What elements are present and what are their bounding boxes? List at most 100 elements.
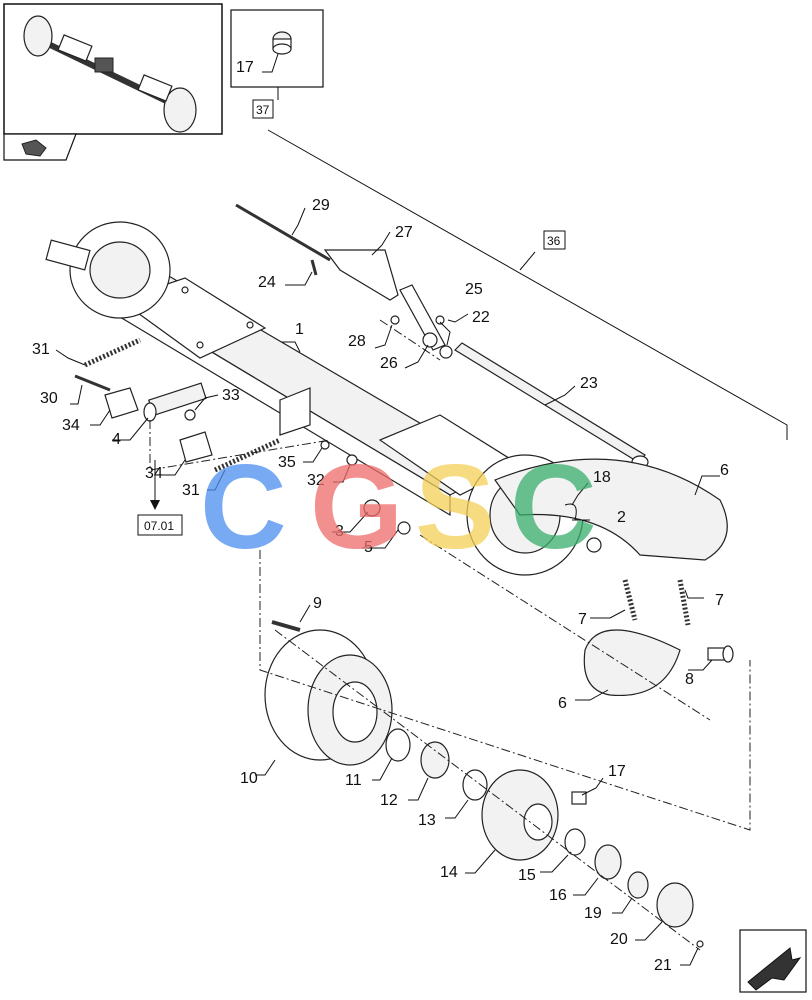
svg-text:36: 36: [547, 234, 561, 248]
return-spring-7-right: [677, 579, 691, 626]
bolt-9: [271, 620, 301, 632]
return-spring-7-left: [622, 579, 638, 621]
ref-box-37[interactable]: 37: [252, 99, 274, 119]
label-2: 2: [617, 509, 626, 526]
label-9: 9: [313, 595, 322, 612]
bearing-12: [420, 741, 450, 779]
washer-22: [439, 345, 453, 359]
block-34-bottom: [179, 431, 213, 463]
label-19: 19: [584, 905, 602, 922]
nut-32: [346, 454, 358, 466]
label-5: 5: [364, 539, 373, 556]
label-8: 8: [685, 671, 694, 688]
arrow-down-icon: [150, 500, 160, 510]
alignment-line-chamber: [149, 420, 331, 471]
watermark-letter-2: G: [310, 440, 403, 574]
cgsc-watermark: C G S C: [200, 440, 597, 574]
label-3: 3: [335, 523, 344, 540]
label-29: 29: [312, 197, 330, 214]
label-31-bottom: 31: [182, 482, 200, 499]
label-32: 32: [307, 472, 325, 489]
label-16: 16: [549, 887, 567, 904]
alignment-line-outer: [259, 550, 751, 831]
watermark-letter-1: C: [200, 440, 287, 574]
spacer-13: [462, 769, 488, 801]
seal-11: [385, 728, 411, 762]
bracket-36: [267, 129, 788, 440]
label-34-bottom: 34: [145, 465, 163, 482]
backing-plate-left: [69, 221, 171, 319]
alignment-line-shoe: [419, 534, 711, 721]
label-21: 21: [654, 957, 672, 974]
pin-30: [74, 374, 111, 392]
watermark-letter-3: S: [415, 440, 495, 574]
label-31-top: 31: [32, 341, 50, 358]
callout-leaders: [55, 207, 720, 966]
detail-box-17: [230, 9, 324, 88]
label-20: 20: [610, 931, 628, 948]
label-27: 27: [395, 224, 413, 241]
label-30: 30: [40, 390, 58, 407]
label-23: 23: [580, 375, 598, 392]
label-18: 18: [593, 469, 611, 486]
bearing-16: [594, 844, 622, 880]
label-33: 33: [222, 387, 240, 404]
pin-28: [390, 315, 400, 325]
pin-24: [310, 259, 318, 276]
ref-box-36[interactable]: 36: [543, 230, 566, 250]
bushing-26: [422, 332, 438, 348]
clip-18: [564, 503, 577, 521]
label-1: 1: [295, 321, 304, 338]
alignment-line-lever: [379, 319, 441, 361]
label-6-lower: 6: [558, 695, 567, 712]
washer-5: [397, 521, 411, 535]
nut-17-detail-icon: [272, 31, 292, 55]
svg-text:37: 37: [256, 103, 270, 117]
label-17-detail: 17: [236, 59, 254, 76]
label-7-right: 7: [715, 592, 724, 609]
label-17: 17: [608, 763, 626, 780]
label-22: 22: [472, 309, 490, 326]
grease-nipple-21: [696, 940, 704, 948]
label-34-top: 34: [62, 417, 80, 434]
spring-31-top: [83, 337, 142, 368]
rod-29: [235, 203, 331, 262]
nut-19: [627, 871, 649, 899]
label-15: 15: [518, 867, 536, 884]
block-34-top: [104, 387, 139, 419]
alignment-line-axis: [274, 629, 701, 951]
label-11: 11: [345, 772, 362, 789]
label-28: 28: [348, 333, 366, 350]
label-7-left: 7: [578, 611, 587, 628]
label-10: 10: [240, 770, 258, 787]
anchor-pin-8: [707, 645, 734, 663]
bracket-27: [323, 249, 399, 301]
label-12: 12: [380, 792, 398, 809]
spindle-left: [45, 239, 91, 271]
view-arrow-icon: [21, 139, 47, 157]
ref-box-0701[interactable]: 07.01: [137, 514, 183, 536]
seal-15: [564, 828, 586, 856]
label-35: 35: [278, 454, 296, 471]
label-4: 4: [112, 431, 121, 448]
navigation-tab[interactable]: [3, 133, 77, 161]
brake-drum-10: [264, 629, 393, 766]
brake-cylinder-4: [143, 382, 207, 422]
label-6-upper: 6: [720, 462, 729, 479]
label-14: 14: [440, 864, 458, 881]
brake-shoe-6-lower: [583, 629, 681, 697]
hub-cap-20: [656, 882, 694, 928]
next-page-button[interactable]: [739, 929, 807, 993]
watermark-letter-4: C: [510, 440, 597, 574]
next-arrow-icon: [747, 947, 802, 991]
overview-thumbnail[interactable]: [3, 3, 223, 135]
bolt-33: [184, 409, 196, 421]
label-13: 13: [418, 812, 436, 829]
bolt-25: [435, 315, 445, 325]
label-24: 24: [258, 274, 276, 291]
svg-text:07.01: 07.01: [144, 519, 174, 533]
brake-shoe-6-upper: [494, 458, 728, 561]
label-26: 26: [380, 355, 398, 372]
label-25: 25: [465, 281, 483, 298]
